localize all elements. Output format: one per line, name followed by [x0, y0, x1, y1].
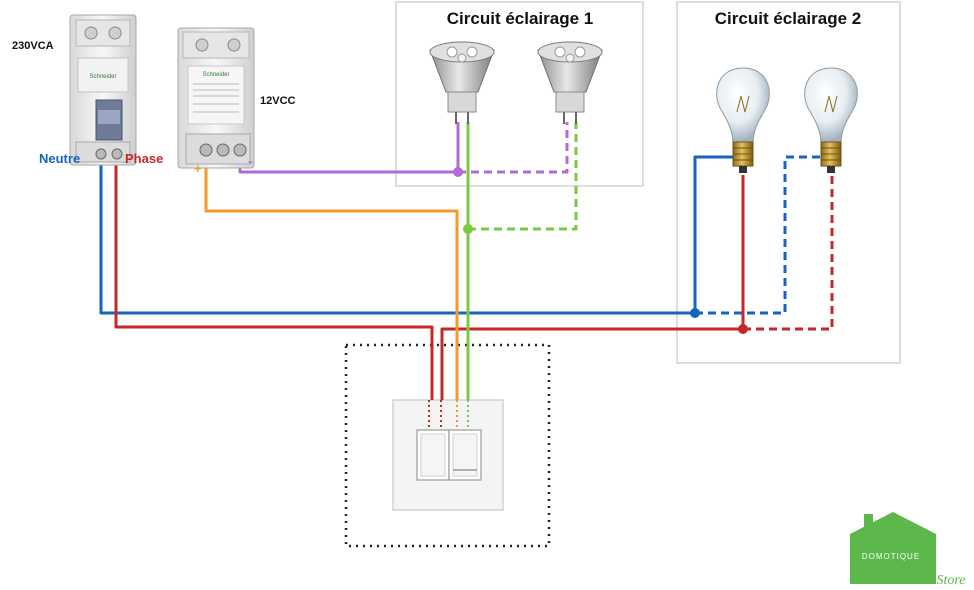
phase-label: Phase — [125, 151, 163, 166]
phase-junction — [738, 324, 748, 334]
svg-text:Schneider: Schneider — [89, 74, 116, 80]
switch-enclosure — [344, 343, 551, 548]
switched-dc-wire — [463, 122, 578, 400]
circuit2-box — [676, 1, 901, 364]
led-spot-bulb-1 — [429, 41, 495, 124]
led-spot-bulb-2 — [537, 41, 603, 124]
house-logo-icon: DOMOTIQUE Store — [850, 512, 966, 588]
plus-dc-wire — [204, 150, 459, 400]
plus-label: + — [194, 161, 202, 176]
neutral-label: Neutre — [39, 151, 80, 166]
neutral-junction — [690, 308, 700, 318]
double-switch-icon[interactable] — [416, 429, 482, 481]
phase-wire — [114, 158, 834, 400]
minus-label: - — [248, 153, 253, 169]
circuit1-title: Circuit éclairage 1 — [447, 9, 593, 28]
voltage-ac-label: 230VCA — [12, 40, 54, 52]
voltage-dc-label: 12VCC — [260, 95, 296, 107]
minus-junction — [453, 167, 463, 177]
incandescent-bulb-1 — [716, 67, 770, 173]
green-junction — [463, 224, 473, 234]
power-supply-icon: Schneider — [177, 27, 255, 169]
neutral-wire — [99, 155, 828, 318]
svg-text:Schneider: Schneider — [202, 72, 229, 78]
incandescent-bulb-2 — [804, 67, 858, 173]
logo-top-text: DOMOTIQUE — [862, 552, 920, 561]
circuit2-title: Circuit éclairage 2 — [715, 9, 861, 28]
logo-bottom-text: Store — [936, 573, 965, 588]
minus-dc-wire — [238, 122, 569, 177]
circuit-breaker-icon: Schneider — [69, 14, 137, 166]
circuit1-box — [395, 1, 644, 187]
